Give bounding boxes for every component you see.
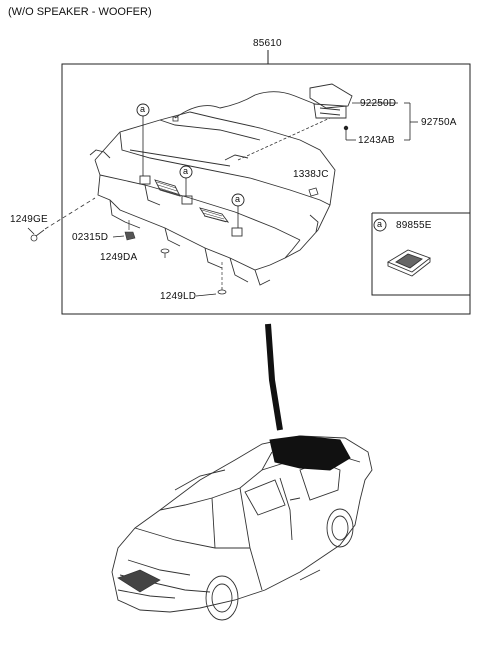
- label-92250d: 92250D: [360, 98, 397, 109]
- label-1249da: 1249DA: [100, 252, 138, 263]
- callout-a-1: a: [140, 104, 146, 114]
- clip-1338jc: [308, 187, 319, 197]
- assembly-frame: [61, 63, 471, 315]
- label-1249ld: 1249LD: [160, 291, 197, 302]
- callout-a-inset: a: [377, 219, 383, 229]
- speaker-grille: [156, 181, 227, 223]
- high-mount-stop-lamp: [309, 83, 353, 119]
- wiring-harness: [174, 91, 316, 119]
- clip-89855e: [387, 249, 431, 277]
- label-1243ab: 1243AB: [358, 135, 395, 146]
- inset-callout-marker: [373, 218, 387, 232]
- nut-02315d: [124, 231, 136, 241]
- label-92750a: 92750A: [421, 117, 457, 128]
- highlighted-tray-location: [269, 435, 351, 471]
- screw-1249ld: [217, 287, 227, 295]
- label-89855e: 89855E: [396, 220, 432, 231]
- screw-1249da: [160, 248, 170, 258]
- label-1249ge: 1249GE: [10, 214, 48, 225]
- label-02315d: 02315D: [72, 232, 109, 243]
- callout-markers: [136, 103, 245, 207]
- diagram-title: (W/O SPEAKER - WOOFER): [8, 6, 152, 18]
- bolt-1249ge: [30, 229, 45, 242]
- label-1338jc: 1338JC: [293, 169, 329, 180]
- package-tray: [89, 111, 336, 286]
- label-85610: 85610: [253, 38, 282, 49]
- callout-a-2: a: [183, 166, 189, 176]
- callout-a-3: a: [235, 194, 241, 204]
- location-leader: [265, 323, 283, 431]
